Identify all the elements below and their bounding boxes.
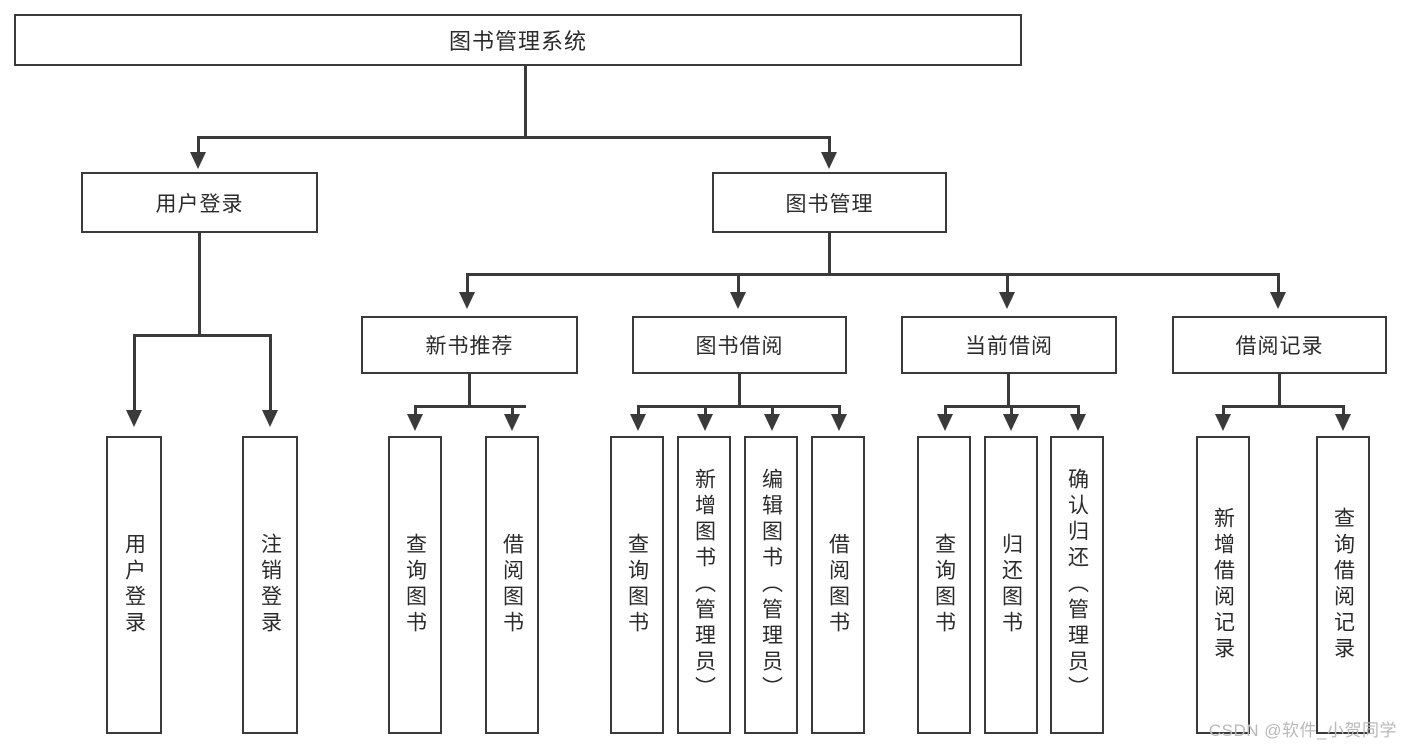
node-new-book-recommend[interactable]: 新书推荐 <box>361 316 578 374</box>
arrow-borrow-record-leaf-2 <box>1335 414 1351 431</box>
arrow-book-borrow-leaf-4 <box>831 414 847 431</box>
connector-new-book-leaf-2 <box>511 405 514 417</box>
node-borrow-record[interactable]: 借阅记录 <box>1172 316 1387 374</box>
node-label: 图书管理 <box>785 192 874 216</box>
arrow-bm-to-new-book <box>459 292 475 309</box>
leaf-borrow-record-query-record[interactable]: 查询借阅记录 <box>1316 436 1370 734</box>
connector-book-management-bus <box>466 273 1278 276</box>
leaf-label: 新增图书（管理员） <box>692 468 716 702</box>
leaf-new-book-borrow-book[interactable]: 借阅图书 <box>485 436 539 734</box>
arrow-current-borrow-leaf-1 <box>937 414 953 431</box>
leaf-book-borrow-add-book-admin[interactable]: 新增图书（管理员） <box>677 436 731 734</box>
connector-current-borrow-leaf-2 <box>1010 405 1013 417</box>
arrow-bm-to-borrow-record <box>1270 292 1286 309</box>
connector-root-to-book-management <box>828 136 831 158</box>
connector-bm-to-book-borrow <box>737 273 740 298</box>
connector-user-login-leaf-1 <box>133 334 136 414</box>
connector-new-book-bus <box>414 405 526 408</box>
connector-user-login-bus <box>133 334 271 337</box>
leaf-label: 查询借阅记录 <box>1331 507 1355 663</box>
connector-root-bus <box>197 136 830 139</box>
leaf-label: 归还图书 <box>999 533 1023 637</box>
arrow-borrow-record-leaf-1 <box>1215 414 1231 431</box>
leaf-current-borrow-confirm-return-admin[interactable]: 确认归还（管理员） <box>1050 436 1104 734</box>
connector-book-borrow-leaf-3 <box>771 405 774 417</box>
arrow-current-borrow-leaf-3 <box>1070 414 1086 431</box>
arrow-user-login-leaf-1 <box>126 410 142 427</box>
connector-new-book-leaf-1 <box>414 405 417 417</box>
connector-book-borrow-leaf-4 <box>838 405 841 417</box>
csdn-watermark: CSDN @软件_小贺同学 <box>1208 721 1397 740</box>
arrow-current-borrow-leaf-2 <box>1003 414 1019 431</box>
node-label: 当前借阅 <box>965 335 1053 358</box>
connector-bm-to-new-book <box>466 273 469 298</box>
node-book-borrow[interactable]: 图书借阅 <box>632 316 847 374</box>
connector-borrow-record-bus <box>1222 405 1342 408</box>
leaf-label: 注销登录 <box>258 533 282 637</box>
node-label: 图书管理系统 <box>448 29 587 54</box>
connector-book-borrow-leaf-1 <box>637 405 640 417</box>
connector-current-borrow-leaf-3 <box>1077 405 1080 417</box>
node-label: 新书推荐 <box>425 335 514 358</box>
arrow-new-book-leaf-2 <box>504 414 520 431</box>
node-label: 图书借阅 <box>695 335 784 358</box>
leaf-book-borrow-borrow-book[interactable]: 借阅图书 <box>811 436 865 734</box>
leaf-current-borrow-return-book[interactable]: 归还图书 <box>984 436 1038 734</box>
node-label: 借阅记录 <box>1235 335 1324 358</box>
leaf-label: 编辑图书（管理员） <box>759 468 783 702</box>
connector-book-borrow-bus <box>637 405 838 408</box>
connector-bm-to-current-borrow <box>1006 273 1009 298</box>
leaf-label: 借阅图书 <box>500 533 524 637</box>
arrow-book-borrow-leaf-1 <box>630 414 646 431</box>
node-current-borrow[interactable]: 当前借阅 <box>901 316 1117 374</box>
leaf-current-borrow-query-book[interactable]: 查询图书 <box>917 436 971 734</box>
leaf-label: 查询图书 <box>625 533 649 637</box>
leaf-user-login-user-login[interactable]: 用户登录 <box>106 436 162 734</box>
arrow-root-to-book-management <box>821 152 837 169</box>
connector-borrow-record-leaf-1 <box>1222 405 1225 417</box>
arrow-bm-to-current-borrow <box>999 292 1015 309</box>
connector-user-login-stem <box>198 233 201 336</box>
node-user-login[interactable]: 用户登录 <box>81 172 318 233</box>
connector-book-management-stem <box>828 233 831 275</box>
node-root-book-management-system[interactable]: 图书管理系统 <box>14 14 1022 66</box>
node-label: 用户登录 <box>155 192 244 216</box>
leaf-book-borrow-query-book[interactable]: 查询图书 <box>610 436 664 734</box>
leaf-label: 借阅图书 <box>826 533 850 637</box>
leaf-label: 新增借阅记录 <box>1211 507 1235 663</box>
connector-bm-to-borrow-record <box>1277 273 1280 298</box>
leaf-new-book-query-book[interactable]: 查询图书 <box>388 436 442 734</box>
connector-root-stem <box>524 66 527 138</box>
connector-new-book-stem <box>468 374 471 407</box>
leaf-user-login-logout[interactable]: 注销登录 <box>242 436 298 734</box>
leaf-label: 确认归还（管理员） <box>1065 468 1089 702</box>
leaf-label: 用户登录 <box>122 533 146 637</box>
connector-borrow-record-stem <box>1278 374 1281 407</box>
node-book-management[interactable]: 图书管理 <box>712 172 947 233</box>
connector-user-login-leaf-2 <box>269 334 272 414</box>
connector-root-to-user-login <box>197 136 200 158</box>
leaf-label: 查询图书 <box>403 533 427 637</box>
arrow-book-borrow-leaf-3 <box>764 414 780 431</box>
arrow-new-book-leaf-1 <box>407 414 423 431</box>
connector-borrow-record-leaf-2 <box>1342 405 1345 417</box>
arrow-root-to-user-login <box>190 152 206 169</box>
arrow-book-borrow-leaf-2 <box>697 414 713 431</box>
arrow-user-login-leaf-2 <box>262 410 278 427</box>
connector-current-borrow-leaf-1 <box>944 405 947 417</box>
arrow-bm-to-book-borrow <box>730 292 746 309</box>
leaf-book-borrow-edit-book-admin[interactable]: 编辑图书（管理员） <box>744 436 798 734</box>
connector-book-borrow-stem <box>738 374 741 407</box>
leaf-borrow-record-add-record[interactable]: 新增借阅记录 <box>1196 436 1250 734</box>
connector-current-borrow-stem <box>1007 374 1010 407</box>
leaf-label: 查询图书 <box>932 533 956 637</box>
connector-book-borrow-leaf-2 <box>704 405 707 417</box>
